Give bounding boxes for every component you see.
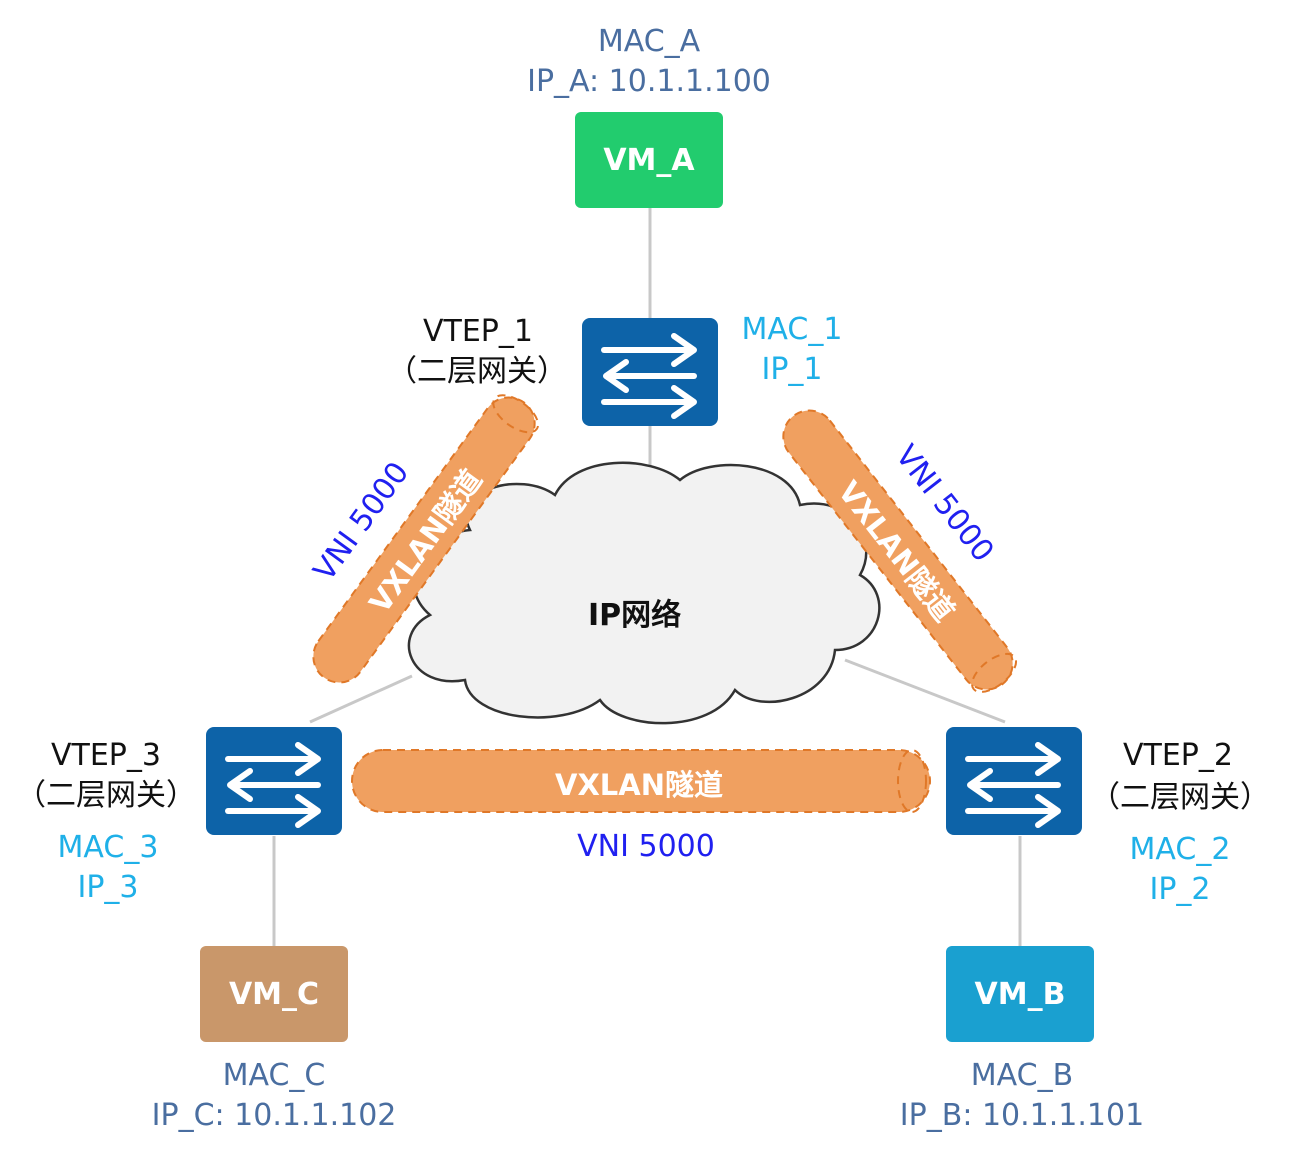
vm-a-box: VM_A bbox=[575, 112, 723, 208]
ip-network-label: IP网络 bbox=[588, 598, 682, 633]
vtep2-switch bbox=[946, 727, 1082, 835]
vm-b-ip: IP_B: 10.1.1.101 bbox=[899, 1098, 1145, 1133]
vm-b-name: VM_B bbox=[974, 976, 1066, 1012]
vm-a-mac: MAC_A bbox=[597, 24, 701, 59]
vtep1-switch bbox=[582, 318, 718, 426]
switch-arrows-icon bbox=[965, 742, 1061, 828]
vm-a-ip: IP_A: 10.1.1.100 bbox=[527, 64, 771, 99]
vtep2-name: VTEP_2 bbox=[1123, 738, 1233, 773]
vm-c-name: VM_C bbox=[228, 976, 320, 1012]
vm-b-mac: MAC_B bbox=[970, 1058, 1074, 1093]
switch-arrows-icon bbox=[225, 742, 321, 828]
vm-c-box: VM_C bbox=[200, 946, 348, 1042]
vtep2-mac: MAC_2 bbox=[1129, 832, 1231, 867]
vtep3-role: （二层网关） bbox=[16, 778, 196, 813]
vtep2-role: （二层网关） bbox=[1090, 780, 1270, 815]
tunnel-bottom-label: VXLAN隧道 bbox=[555, 768, 723, 802]
vm-c-mac: MAC_C bbox=[222, 1058, 326, 1093]
switch-arrows-icon bbox=[601, 333, 697, 419]
vtep3-ip: IP_3 bbox=[77, 870, 139, 905]
tunnel-vtep3-vtep2 bbox=[351, 749, 931, 813]
vtep3-mac: MAC_3 bbox=[57, 830, 159, 865]
vm-b-box: VM_B bbox=[946, 946, 1094, 1042]
link-vtep2-cloud bbox=[844, 658, 1006, 724]
vtep3-switch bbox=[206, 727, 342, 835]
tunnel-vtep1-vtep2 bbox=[782, 409, 1018, 693]
vni-bottom-label: VNI 5000 bbox=[577, 829, 715, 864]
vtep1-mac: MAC_1 bbox=[741, 312, 843, 347]
vtep3-name: VTEP_3 bbox=[51, 738, 161, 773]
vtep1-name: VTEP_1 bbox=[423, 314, 533, 349]
vm-a-name: VM_A bbox=[603, 142, 695, 178]
vtep1-role: （二层网关） bbox=[387, 354, 567, 389]
vtep1-ip: IP_1 bbox=[761, 352, 823, 387]
vm-c-ip: IP_C: 10.1.1.102 bbox=[151, 1098, 397, 1133]
tunnel-vtep1-vtep3 bbox=[312, 394, 540, 684]
ip-network-cloud bbox=[407, 461, 881, 725]
link-vtep3-cloud bbox=[309, 674, 413, 724]
vtep2-ip: IP_2 bbox=[1149, 872, 1211, 907]
